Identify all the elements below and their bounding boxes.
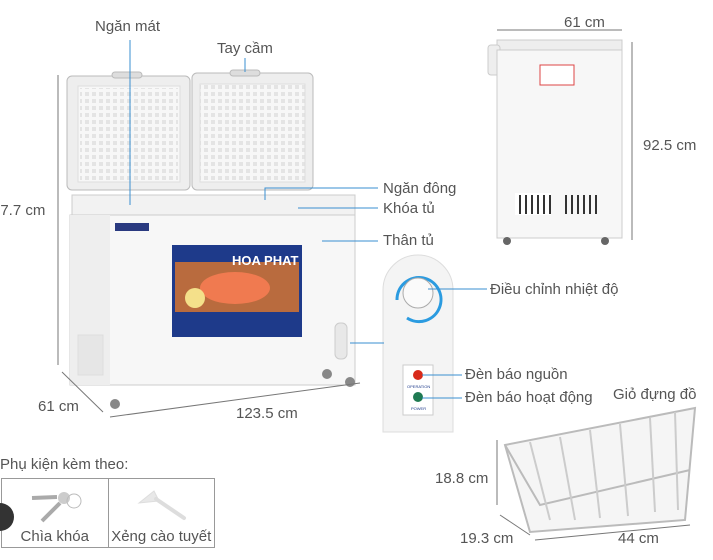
accessories-box: Chìa khóa Xẻng cào tuyết: [1, 478, 215, 548]
dimension-lines: [57, 29, 691, 541]
side-view: [487, 39, 623, 245]
keys-icon: [31, 492, 82, 523]
power-light-icon: [413, 370, 423, 380]
svg-text:OPERATION: OPERATION: [407, 384, 430, 389]
accessory-scraper-label: Xẻng cào tuyết: [111, 528, 212, 545]
label-operation-light: Đèn báo hoạt động: [465, 389, 593, 406]
accessory-keys: Chìa khóa: [2, 479, 108, 547]
temperature-dial: [402, 277, 434, 309]
dim-front-depth: 61 cm: [38, 398, 79, 415]
brand-logo: HOA PHAT: [232, 253, 299, 268]
ice-scraper-icon: [136, 490, 186, 520]
floating-badge: [0, 503, 14, 531]
accessories-title: Phụ kiện kèm theo:: [0, 456, 129, 473]
dim-front-width: 123.5 cm: [236, 405, 298, 422]
accessory-scraper: Xẻng cào tuyết: [107, 479, 215, 547]
callout-lines: [129, 40, 487, 399]
dim-side-height: 92.5 cm: [643, 137, 697, 154]
dim-basket-width: 44 cm: [618, 530, 659, 547]
lid-left: [66, 75, 191, 191]
freezer-body: HOA PHAT: [69, 194, 356, 409]
label-basket: Giỏ đựng đồ: [613, 386, 697, 403]
dim-basket-height: 18.8 cm: [435, 470, 489, 487]
control-panel: OPERATION POWER: [382, 254, 454, 433]
dim-side-width: 61 cm: [564, 14, 605, 31]
label-temperature-control: Điều chỉnh nhiệt độ: [490, 281, 619, 298]
label-handle: Tay cầm: [217, 40, 273, 57]
accessory-keys-label: Chìa khóa: [20, 528, 89, 545]
label-power-light: Đèn báo nguồn: [465, 366, 568, 383]
label-cool-compartment: Ngăn mát: [95, 18, 161, 35]
basket: [503, 406, 697, 534]
dim-basket-depth: 19.3 cm: [460, 530, 514, 547]
dim-front-height: 47.7 cm: [0, 202, 46, 219]
operation-light-icon: [413, 392, 423, 402]
label-lock: Khóa tủ: [383, 200, 435, 217]
lid-right: [191, 72, 314, 191]
svg-text:POWER: POWER: [411, 406, 426, 411]
label-freezer-compartment: Ngăn đông: [383, 180, 457, 197]
label-body: Thân tủ: [383, 232, 434, 249]
